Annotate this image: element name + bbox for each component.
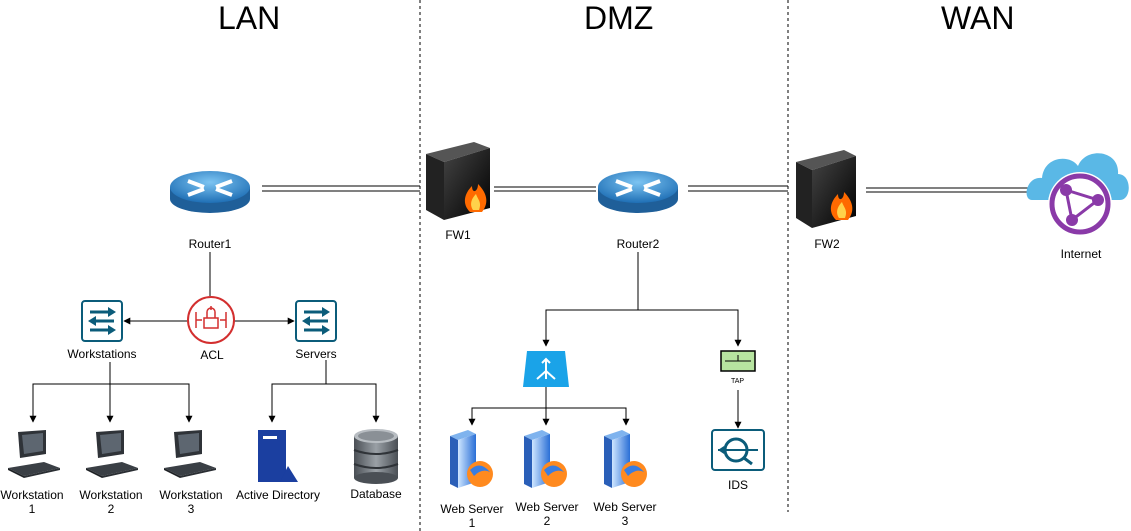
switch-servers-icon[interactable] [295,300,337,342]
workstation2-label: Workstation 2 [71,488,151,516]
web-server2-label: Web Server 2 [507,500,587,528]
web-server3-label: Web Server 3 [585,500,665,528]
router1-label: Router1 [188,237,232,251]
workstation1-label: Workstation 1 [0,488,72,516]
workstation1-icon[interactable] [8,430,60,478]
acl-icon[interactable] [187,296,235,344]
fw1-label: FW1 [445,228,471,242]
web-server1-label-line1: Web Server [440,502,504,516]
switch-workstations-icon[interactable] [81,300,123,342]
web-server3-label-line1: Web Server [593,500,657,514]
web-server2-label-line2: 2 [543,514,551,528]
workstation2-label-line1: Workstation [79,488,143,502]
zone-title-wan: WAN [941,0,1015,36]
workstation3-icon[interactable] [164,430,216,478]
web-server1-icon[interactable] [450,430,493,488]
load-balancer-icon[interactable] [523,351,569,387]
router2-icon[interactable] [598,171,678,213]
zone-title-dmz: DMZ [584,0,654,36]
internet-label: Internet [1060,247,1102,261]
internet-icon[interactable] [1026,153,1129,236]
workstation1-label-line2: 1 [28,502,36,516]
workstation3-label-line2: 3 [187,502,195,516]
tap-icon[interactable] [720,350,756,372]
router2-label: Router2 [616,237,660,251]
fw1-icon[interactable] [426,142,490,220]
zone-title-lan: LAN [218,0,281,36]
fw2-label: FW2 [814,237,840,251]
active-directory-icon[interactable] [258,430,298,482]
web-server1-label: Web Server 1 [432,502,512,530]
fw2-icon[interactable] [796,150,856,228]
workstation3-label: Workstation 3 [151,488,231,516]
switch-servers-label: Servers [295,347,337,361]
web-server1-label-line2: 1 [468,516,476,530]
ids-label: IDS [727,478,748,492]
tap-label: TAP [731,378,745,385]
ids-icon[interactable] [711,429,765,471]
database-label: Database [350,487,402,501]
database-icon[interactable] [353,429,399,484]
dmz-links [468,252,742,429]
workstation3-label-line1: Workstation [159,488,223,502]
web-server2-label-line1: Web Server [515,500,579,514]
web-server3-icon[interactable] [604,430,647,488]
web-server2-icon[interactable] [524,430,567,488]
backbone-links [262,185,1030,193]
switch-workstations-label: Workstations [67,347,137,361]
router1-icon[interactable] [170,171,250,213]
workstation2-label-line2: 2 [107,502,115,516]
workstation1-label-line1: Workstation [0,488,64,502]
web-server3-label-line2: 3 [621,514,629,528]
active-directory-label: Active Directory [235,488,321,502]
lan-links [29,252,380,423]
acl-label: ACL [200,348,224,362]
workstation2-icon[interactable] [86,430,138,478]
